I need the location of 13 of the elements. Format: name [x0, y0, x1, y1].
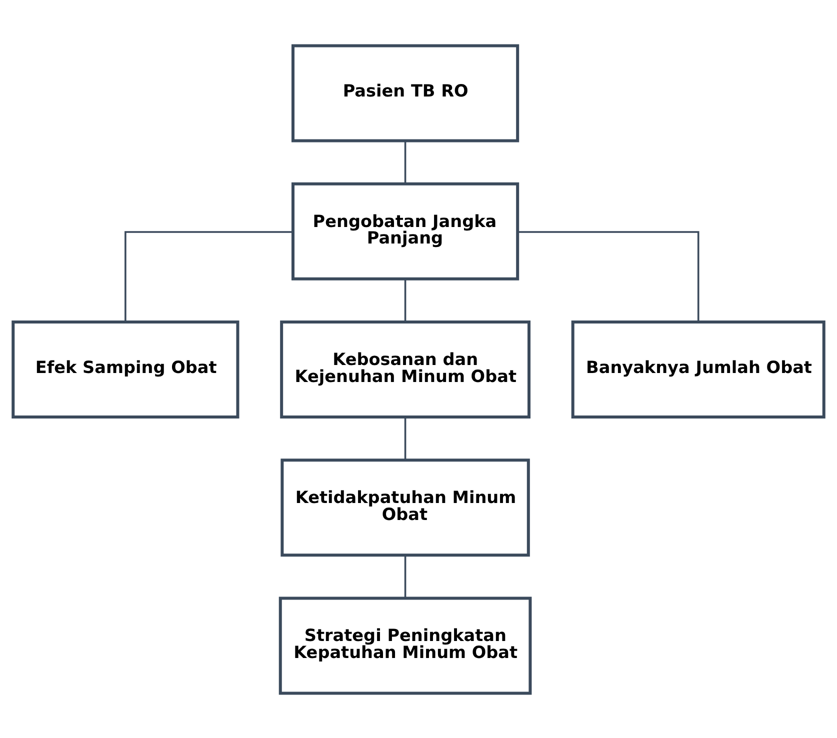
connector: [404, 140, 406, 184]
connector: [404, 554, 406, 598]
connector: [404, 416, 406, 460]
connector: [404, 278, 406, 322]
node-box: Pasien TB RO: [291, 44, 520, 142]
connector: [518, 230, 700, 322]
node-box: Ketidakpatuhan Minum Obat: [280, 458, 530, 556]
node-box: Strategi Peningkatan Kepatuhan Minum Obat: [278, 596, 532, 694]
connector: [124, 230, 293, 322]
node-box: Banyaknya Jumlah Obat: [571, 320, 826, 418]
node-box: Kebosanan dan Kejenuhan Minum Obat: [280, 320, 530, 418]
node-box: Pengobatan Jangka Panjang: [291, 182, 520, 280]
node-box: Efek Samping Obat: [12, 320, 240, 418]
